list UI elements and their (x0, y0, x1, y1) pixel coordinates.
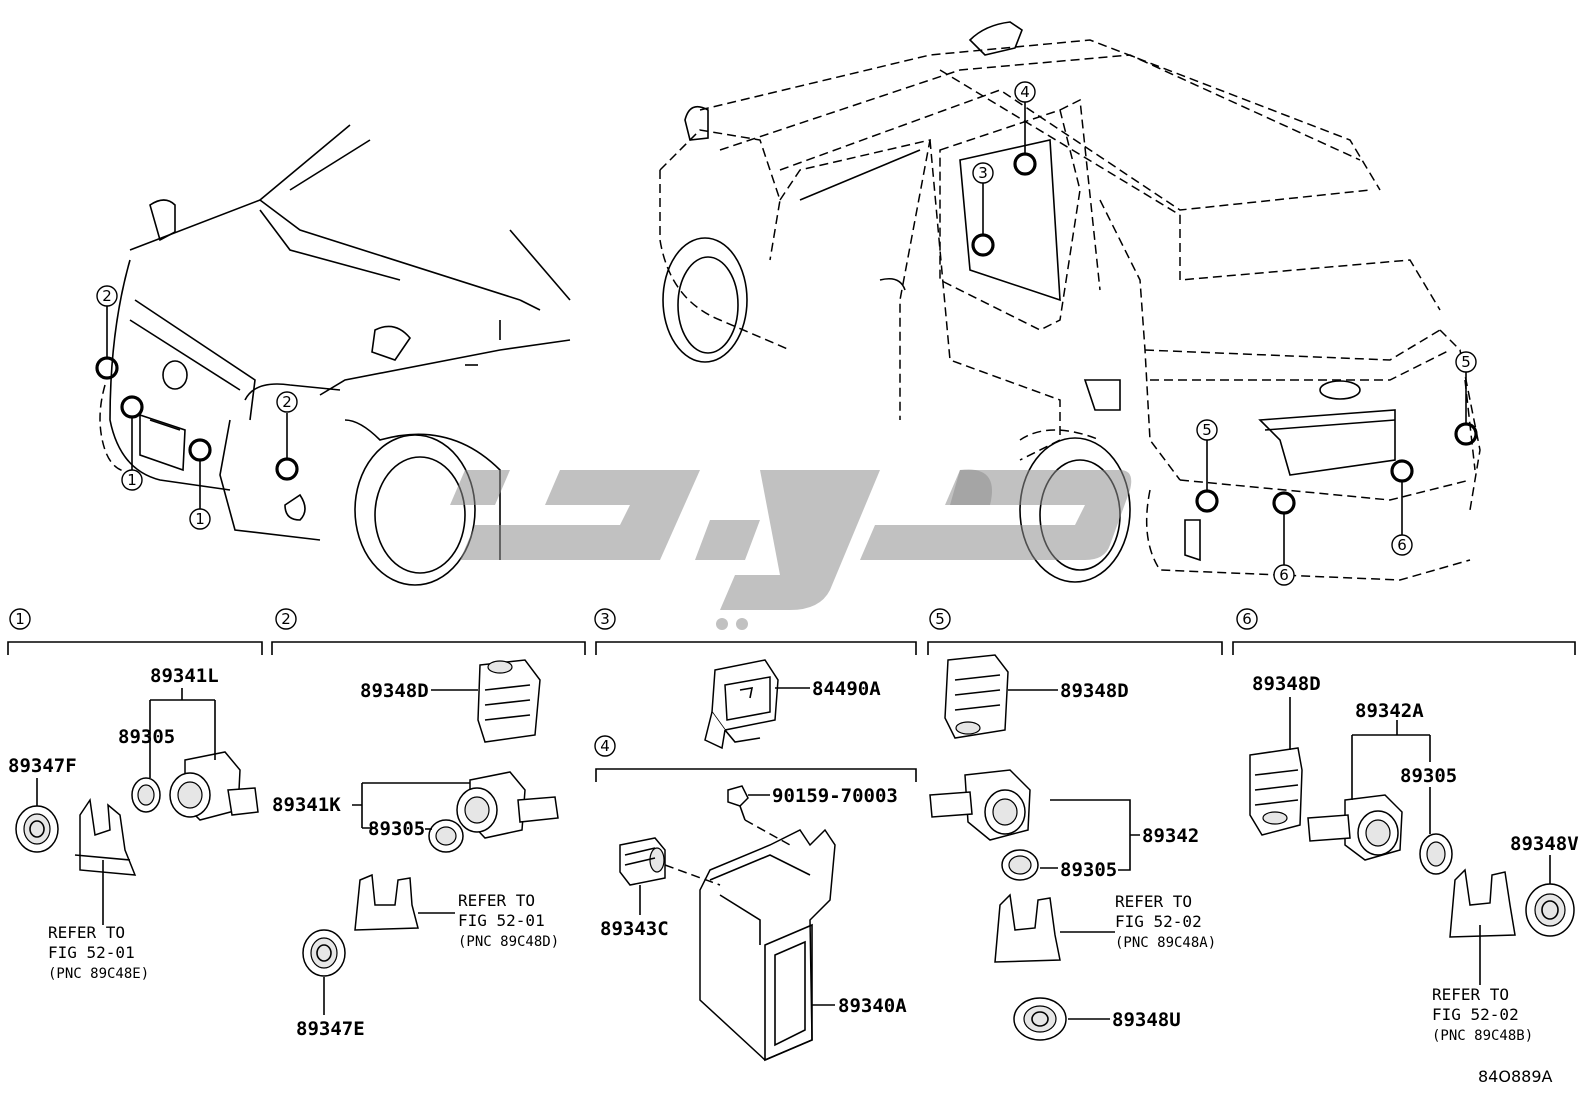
refer-text: FIG 52-02 (1432, 1005, 1519, 1024)
diagram-code: 84O889A (1478, 1067, 1552, 1086)
sensor-bracket-part (1249, 747, 1303, 836)
refer-text: REFER TO (48, 923, 125, 942)
retainer-part (74, 797, 137, 876)
callout-number: 5 (1202, 421, 1212, 439)
group-6-parts: 89348D 89342A 89305 89348V REFER TO FIG … (1249, 673, 1579, 1044)
sensor-location-mark (971, 233, 995, 257)
sensor-bracket-part (944, 654, 1009, 739)
group-3-parts: 84490A (704, 659, 881, 750)
refer-text: FIG 52-01 (48, 943, 135, 962)
refer-text: REFER TO (458, 891, 535, 910)
ecu-module-part (699, 828, 836, 1062)
retainer-part (1449, 868, 1516, 938)
watermark-logo (450, 469, 1132, 630)
group-4-parts: 90159-70003 89343C 89340A (600, 785, 907, 1062)
refer-text: REFER TO (1115, 892, 1192, 911)
callout-number: 2 (102, 287, 112, 305)
callout-number: 6 (1279, 566, 1289, 584)
part-number: 89347E (296, 1018, 365, 1040)
part-number: 89305 (1060, 859, 1117, 881)
section-number: 1 (15, 610, 25, 628)
part-number: 89348D (1252, 673, 1321, 695)
refer-text: (PNC 89C48D) (458, 934, 559, 950)
sensor-bracket-part (477, 659, 541, 743)
callout-number: 1 (195, 510, 205, 528)
bezel-part (1013, 997, 1067, 1041)
sensor-location-mark (188, 438, 212, 462)
rear-vehicle-illustration: 4 3 5 6 6 5 (659, 21, 1481, 586)
section-number: 3 (600, 610, 610, 628)
sensor-location-mark (95, 356, 119, 380)
front-vehicle-illustration: 2 1 1 2 (95, 124, 571, 586)
switch-part (704, 659, 779, 750)
part-number: 89348U (1112, 1009, 1181, 1031)
part-number: 89305 (118, 726, 175, 748)
group-5-parts: 89348D 89342 89305 89348U REFER TO FIG 5… (929, 654, 1216, 1041)
grommet-part (131, 777, 161, 813)
callout-number: 2 (282, 393, 292, 411)
refer-text: (PNC 89C48A) (1115, 935, 1216, 951)
part-number: 89341K (272, 794, 341, 816)
part-number: 84490A (812, 678, 881, 700)
refer-text: FIG 52-01 (458, 911, 545, 930)
grommet-part (428, 819, 464, 853)
callout-number: 3 (978, 164, 988, 182)
section-number: 4 (600, 737, 610, 755)
sensor-part (1307, 794, 1403, 861)
section-number: 6 (1242, 610, 1252, 628)
sensor-location-mark (1454, 422, 1478, 446)
sensor-location-mark (1272, 491, 1296, 515)
bezel-part (302, 929, 346, 977)
callout-number: 6 (1397, 536, 1407, 554)
callout-number: 4 (1020, 83, 1030, 101)
section-number: 2 (281, 610, 291, 628)
group-2-parts: 89348D 89341K 89305 89347E REFER TO FIG … (272, 659, 559, 1040)
sensor-part (456, 771, 559, 839)
part-number: 89348D (360, 680, 429, 702)
sensor-location-mark (275, 457, 299, 481)
part-number: 89348V (1510, 833, 1579, 855)
sensor-location-mark (120, 395, 144, 419)
callout-number: 1 (127, 471, 137, 489)
refer-text: REFER TO (1432, 985, 1509, 1004)
sensor-part (929, 769, 1031, 841)
section-number: 5 (935, 610, 945, 628)
sensor-location-mark (1013, 152, 1037, 176)
part-number: 89305 (1400, 765, 1457, 787)
part-number: 89348D (1060, 680, 1129, 702)
sensor-connector-part (619, 837, 666, 886)
refer-text: (PNC 89C48E) (48, 966, 149, 982)
bezel-part (15, 805, 59, 853)
grommet-part (1001, 849, 1039, 881)
bolt-part (727, 785, 749, 821)
part-number: 89305 (368, 818, 425, 840)
part-number: 89343C (600, 918, 669, 940)
refer-text: FIG 52-02 (1115, 912, 1202, 931)
group-1-parts: 89341L 89305 89347F REFER TO FIG 52-01 (… (8, 665, 259, 982)
sensor-part (169, 751, 259, 821)
sensor-location-mark (1195, 489, 1219, 513)
refer-text: (PNC 89C48B) (1432, 1028, 1533, 1044)
part-number: 89342 (1142, 825, 1199, 847)
bezel-part (1525, 883, 1575, 937)
part-number: 89340A (838, 995, 907, 1017)
part-number: 89342A (1355, 700, 1424, 722)
retainer-part (354, 873, 419, 931)
grommet-part (1419, 833, 1453, 875)
callout-number: 5 (1461, 353, 1471, 371)
part-number: 90159-70003 (772, 785, 898, 807)
sensor-location-mark (1390, 459, 1414, 483)
section-headers: 1 2 3 4 5 6 (7, 608, 1576, 782)
part-number: 89341L (150, 665, 219, 687)
part-number: 89347F (8, 755, 77, 777)
retainer-part (994, 893, 1061, 963)
